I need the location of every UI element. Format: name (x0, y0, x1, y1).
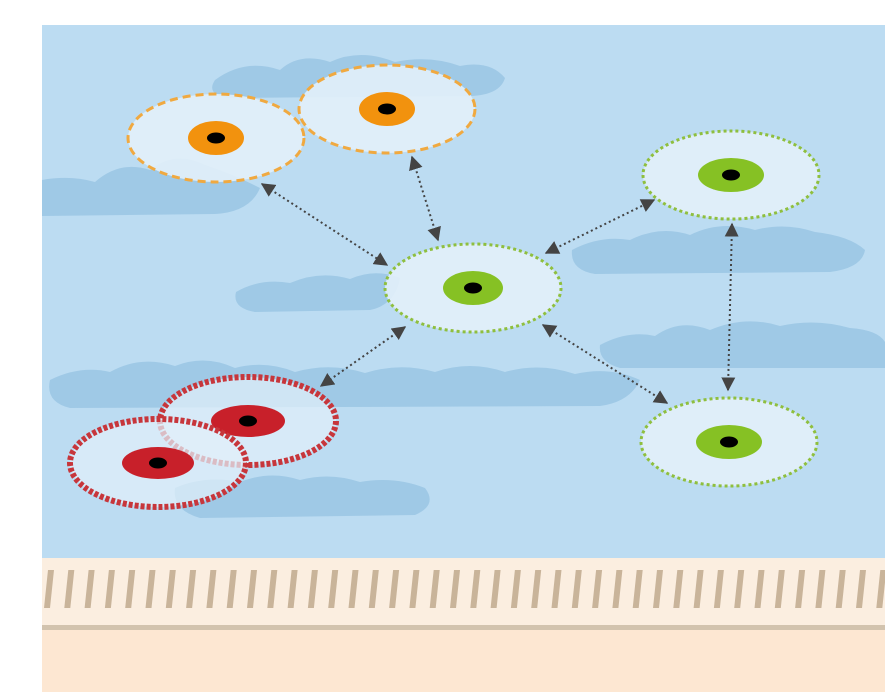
membrane-stripe (510, 570, 521, 608)
membrane-stripe (531, 570, 542, 608)
membrane-stripe (186, 570, 197, 608)
membrane-stripe (754, 570, 765, 608)
wave-shape (174, 475, 430, 518)
membrane-stripe (774, 570, 785, 608)
membrane-stripe (612, 570, 623, 608)
membrane-stripe (206, 570, 217, 608)
background-waves (42, 55, 885, 518)
membrane-stripes (44, 570, 885, 608)
membrane-stripe (165, 570, 176, 608)
membrane-stripe (409, 570, 420, 608)
membrane-stripe (856, 570, 866, 608)
membrane-stripe (673, 570, 684, 608)
membrane-stripe (470, 570, 481, 608)
membrane-stripe (104, 570, 115, 608)
membrane-stripe (653, 570, 663, 608)
membrane-stripe (64, 570, 75, 608)
membrane-stripe (490, 570, 501, 608)
membrane-stripe (44, 570, 54, 608)
membrane-stripe (795, 570, 806, 608)
membrane-stripe (84, 570, 95, 608)
connection-green-center-to-green-top-right (544, 199, 656, 254)
membrane-stripe (247, 570, 257, 608)
membrane-stripe (632, 570, 643, 608)
membrane-line (42, 625, 885, 630)
membrane-stripe (713, 570, 724, 608)
membrane-stripe (368, 570, 379, 608)
membrane-stripe (389, 570, 400, 608)
node-green-top-right (641, 129, 821, 221)
node-center-dot (722, 169, 740, 181)
membrane-stripe (734, 570, 745, 608)
base-layer (42, 630, 885, 692)
membrane-stripe (226, 570, 237, 608)
membrane-stripe (307, 570, 318, 608)
membrane-stripe (592, 570, 603, 608)
node-red-2 (67, 416, 249, 510)
nodes (67, 63, 821, 510)
membrane-stripe (876, 570, 885, 608)
wave-shape (235, 273, 400, 312)
membrane-stripe (571, 570, 582, 608)
membrane-stripe (125, 570, 136, 608)
node-center-dot (378, 103, 396, 115)
membrane-stripe (450, 570, 460, 608)
membrane-band (42, 558, 885, 630)
membrane-stripe (551, 570, 562, 608)
node-center-dot (464, 282, 482, 294)
node-center-dot (149, 457, 167, 469)
connections (260, 155, 739, 404)
node-orange-2 (297, 63, 477, 155)
membrane-stripe (815, 570, 826, 608)
membrane-stripe (429, 570, 440, 608)
node-green-bottom-right (639, 396, 819, 488)
node-green-center (383, 242, 563, 334)
node-center-dot (720, 436, 738, 448)
membrane-stripe (348, 570, 359, 608)
membrane-stripe (145, 570, 156, 608)
connection-green-center-to-red-1 (319, 326, 407, 387)
membrane-stripe (328, 570, 339, 608)
node-orange-1 (126, 92, 306, 184)
membrane-stripe (287, 570, 298, 608)
membrane-stripe (267, 570, 278, 608)
node-center-dot (239, 415, 257, 427)
node-center-dot (207, 132, 225, 144)
membrane-stripe (693, 570, 704, 608)
wave-shape (599, 321, 885, 368)
membrane-stripe (835, 570, 846, 608)
